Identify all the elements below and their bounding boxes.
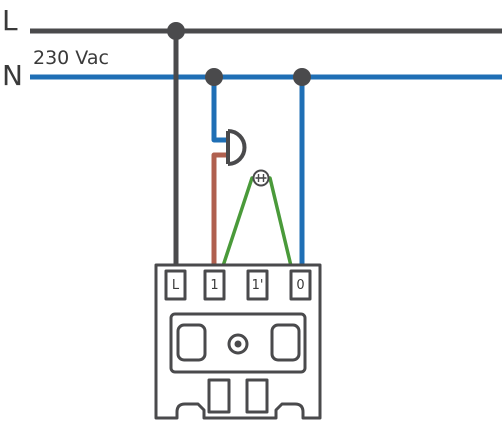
lower-slot-right	[245, 378, 269, 414]
pushbutton-icon	[226, 129, 247, 166]
junction-dot-icon	[293, 68, 311, 86]
lower-slot-left	[207, 378, 231, 414]
lamp-wire	[221, 176, 293, 267]
terminal-0	[289, 269, 312, 301]
neutral-to-pushbutton-wire	[211, 77, 228, 143]
line-label: L	[2, 4, 18, 37]
neutral-label: N	[2, 59, 23, 92]
switched-wire	[211, 152, 228, 266]
right-socket	[270, 323, 301, 362]
left-socket	[176, 323, 207, 362]
center-knob	[227, 333, 249, 355]
terminal-1	[203, 269, 226, 301]
terminal-label-0: 0	[296, 278, 304, 293]
terminal-label-1: 1	[210, 278, 218, 293]
relay-device	[154, 263, 322, 420]
voltage-label: 230 Vac	[33, 47, 109, 69]
terminal-label-l: L	[172, 278, 180, 293]
device-outline	[154, 263, 322, 420]
terminal-1prime	[246, 269, 269, 301]
lamp-icon	[252, 169, 270, 187]
junction-dot-icon	[205, 68, 223, 86]
terminal-label-1prime: 1'	[252, 278, 264, 293]
junction-dot-icon	[167, 22, 185, 40]
terminal-l	[164, 269, 187, 301]
front-panel	[169, 312, 307, 374]
